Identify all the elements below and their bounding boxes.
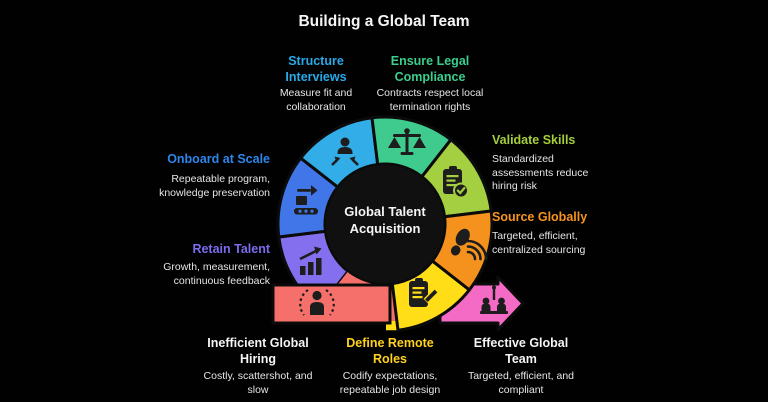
footprint-waves-icon (450, 228, 488, 261)
dashed-person-icon (299, 289, 335, 316)
flow-label-effective-team: Effective Global Team (473, 336, 569, 366)
flow-band-inefficient (271, 283, 392, 325)
person-arrows-icon (331, 137, 359, 166)
scales-icon (388, 128, 426, 155)
clipboard-check-icon (443, 166, 469, 199)
step-desc-structure-interviews: Measure fit and collaboration (279, 87, 353, 113)
step-desc-source-globally: Targeted, efficient, centralized sourcin… (492, 230, 586, 256)
clipboard-pencil-icon (409, 278, 439, 307)
hub-label: Global Talent Acquisition (344, 204, 426, 236)
step-label-retain-talent: Retain Talent (192, 242, 270, 256)
flow-label-inefficient-hiring: Inefficient Global Hiring (207, 336, 309, 366)
step-label-validate-skills: Validate Skills (492, 133, 576, 147)
team-flag-icon (480, 285, 508, 314)
flow-desc-effective-team: Targeted, efficient, and compliant (467, 370, 575, 396)
step-label-structure-interviews: Structure Interviews (285, 54, 347, 84)
step-desc-ensure-legal: Contracts respect local termination righ… (376, 87, 484, 113)
bar-chart-growth-icon (299, 246, 322, 275)
flow-desc-define-remote-roles: Codify expectations, repeatable job desi… (339, 370, 441, 396)
flow-label-define-remote-roles: Define Remote Roles (346, 336, 434, 366)
step-label-source-globally: Source Globally (492, 210, 588, 224)
icon-layer (294, 128, 508, 316)
flow-desc-inefficient-hiring: Costly, scattershot, and slow (203, 370, 313, 396)
step-label-ensure-legal: Ensure Legal Compliance (390, 54, 470, 84)
step-desc-onboard-at-scale: Repeatable program, knowledge preservati… (159, 173, 270, 199)
page-title: Building a Global Team (298, 13, 470, 30)
step-desc-retain-talent: Growth, measurement, continuous feedback (163, 261, 270, 287)
step-label-onboard-at-scale: Onboard at Scale (167, 152, 270, 166)
hub-circle (324, 163, 446, 285)
step-desc-validate-skills: Standardized assessments reduce hiring r… (492, 153, 589, 192)
conveyor-icon (294, 185, 318, 215)
